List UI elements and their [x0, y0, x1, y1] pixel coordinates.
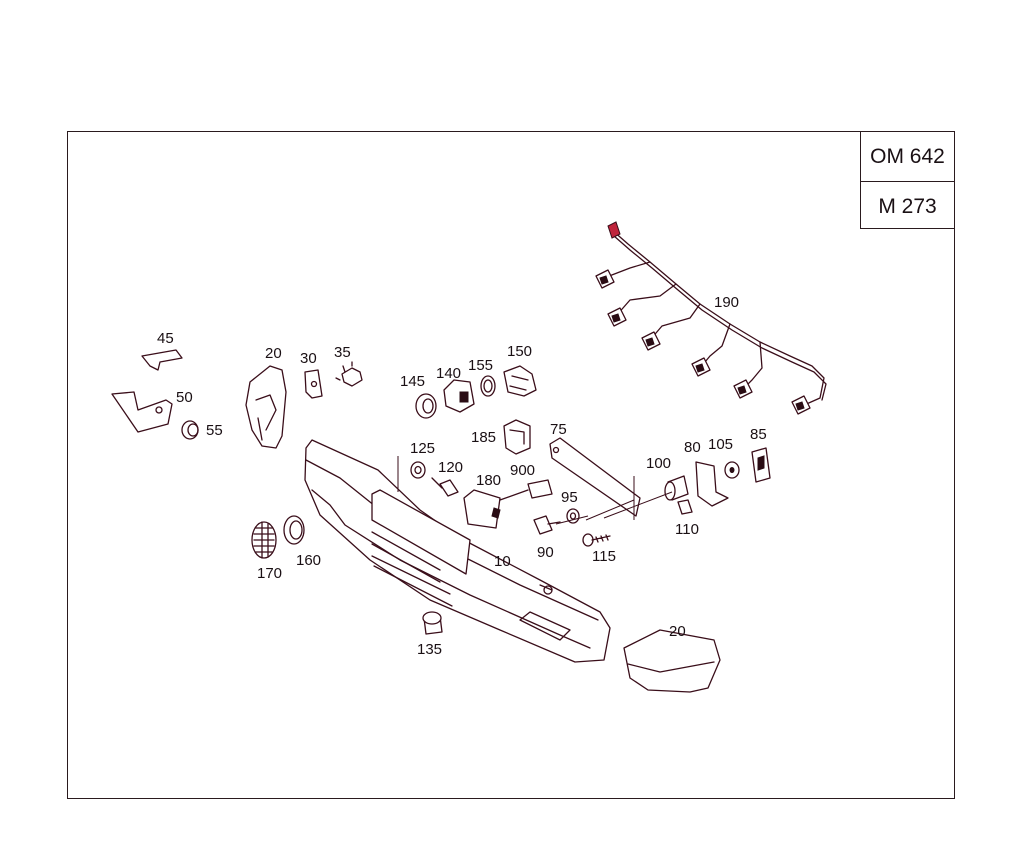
part-20-right-corner-cover	[623, 629, 721, 693]
label-155: 155	[468, 357, 493, 374]
part-20-left-corner-cover	[245, 365, 287, 449]
engine-variant-m273: M 273	[861, 181, 954, 231]
label-20-left: 20	[265, 345, 282, 362]
part-135-plug	[422, 611, 443, 635]
label-115: 115	[592, 548, 616, 565]
label-150: 150	[507, 343, 532, 360]
part-190-wiring-harness	[595, 221, 827, 415]
label-110: 110	[675, 521, 699, 538]
part-145-ring	[415, 393, 437, 419]
label-90: 90	[537, 544, 554, 561]
label-45: 45	[157, 330, 174, 347]
label-125: 125	[410, 440, 435, 457]
part-900-connector	[499, 479, 553, 501]
label-170: 170	[257, 565, 282, 582]
part-155-seal	[480, 375, 496, 397]
label-160: 160	[296, 552, 321, 569]
label-80: 80	[684, 439, 701, 456]
part-110-nut	[677, 499, 693, 515]
part-100-spacer	[664, 475, 689, 501]
engine-variant-table: OM 642 M 273	[860, 131, 955, 229]
part-105-washer	[724, 461, 740, 479]
part-115-screw	[582, 533, 611, 547]
part-140-sensor	[443, 379, 475, 413]
part-50-bracket	[111, 391, 173, 433]
part-30-clip	[304, 369, 323, 399]
part-170-grille	[251, 521, 277, 559]
label-85: 85	[750, 426, 767, 443]
engine-variant-om642: OM 642	[870, 144, 945, 168]
part-185-holder	[503, 419, 531, 455]
part-45-clip	[141, 349, 183, 371]
label-35: 35	[334, 344, 351, 361]
part-80-holder-plate	[695, 461, 729, 507]
label-135: 135	[417, 641, 442, 658]
label-100: 100	[646, 455, 671, 472]
part-125-washer	[410, 461, 426, 479]
part-55-grommet	[181, 420, 199, 440]
label-145: 145	[400, 373, 425, 390]
part-10-bumper-cover	[304, 439, 611, 663]
label-50: 50	[176, 389, 193, 406]
part-180-control-unit	[463, 489, 501, 529]
part-75-mounting-bar	[549, 437, 641, 517]
label-20-right: 20	[669, 623, 686, 640]
label-30: 30	[300, 350, 317, 367]
leader-lines	[397, 456, 673, 525]
part-85-holder	[751, 447, 771, 483]
part-160-ring	[283, 515, 305, 545]
part-150-holder	[503, 365, 537, 397]
part-90-bolt	[533, 515, 561, 535]
label-75: 75	[550, 421, 567, 438]
part-35-screw	[335, 361, 363, 387]
label-105: 105	[708, 436, 733, 453]
diagram-frame	[67, 131, 955, 799]
label-900: 900	[510, 462, 535, 479]
label-180: 180	[476, 472, 501, 489]
label-185: 185	[471, 429, 496, 446]
part-120-bolt	[431, 477, 459, 497]
label-120: 120	[438, 459, 463, 476]
label-95: 95	[561, 489, 578, 506]
label-140: 140	[436, 365, 461, 382]
label-190: 190	[714, 294, 739, 311]
part-labels: 10 20 20 30 35 45 50 55 75 80 85 90 95 1…	[157, 294, 767, 658]
label-55: 55	[206, 422, 223, 439]
label-10: 10	[494, 553, 511, 570]
